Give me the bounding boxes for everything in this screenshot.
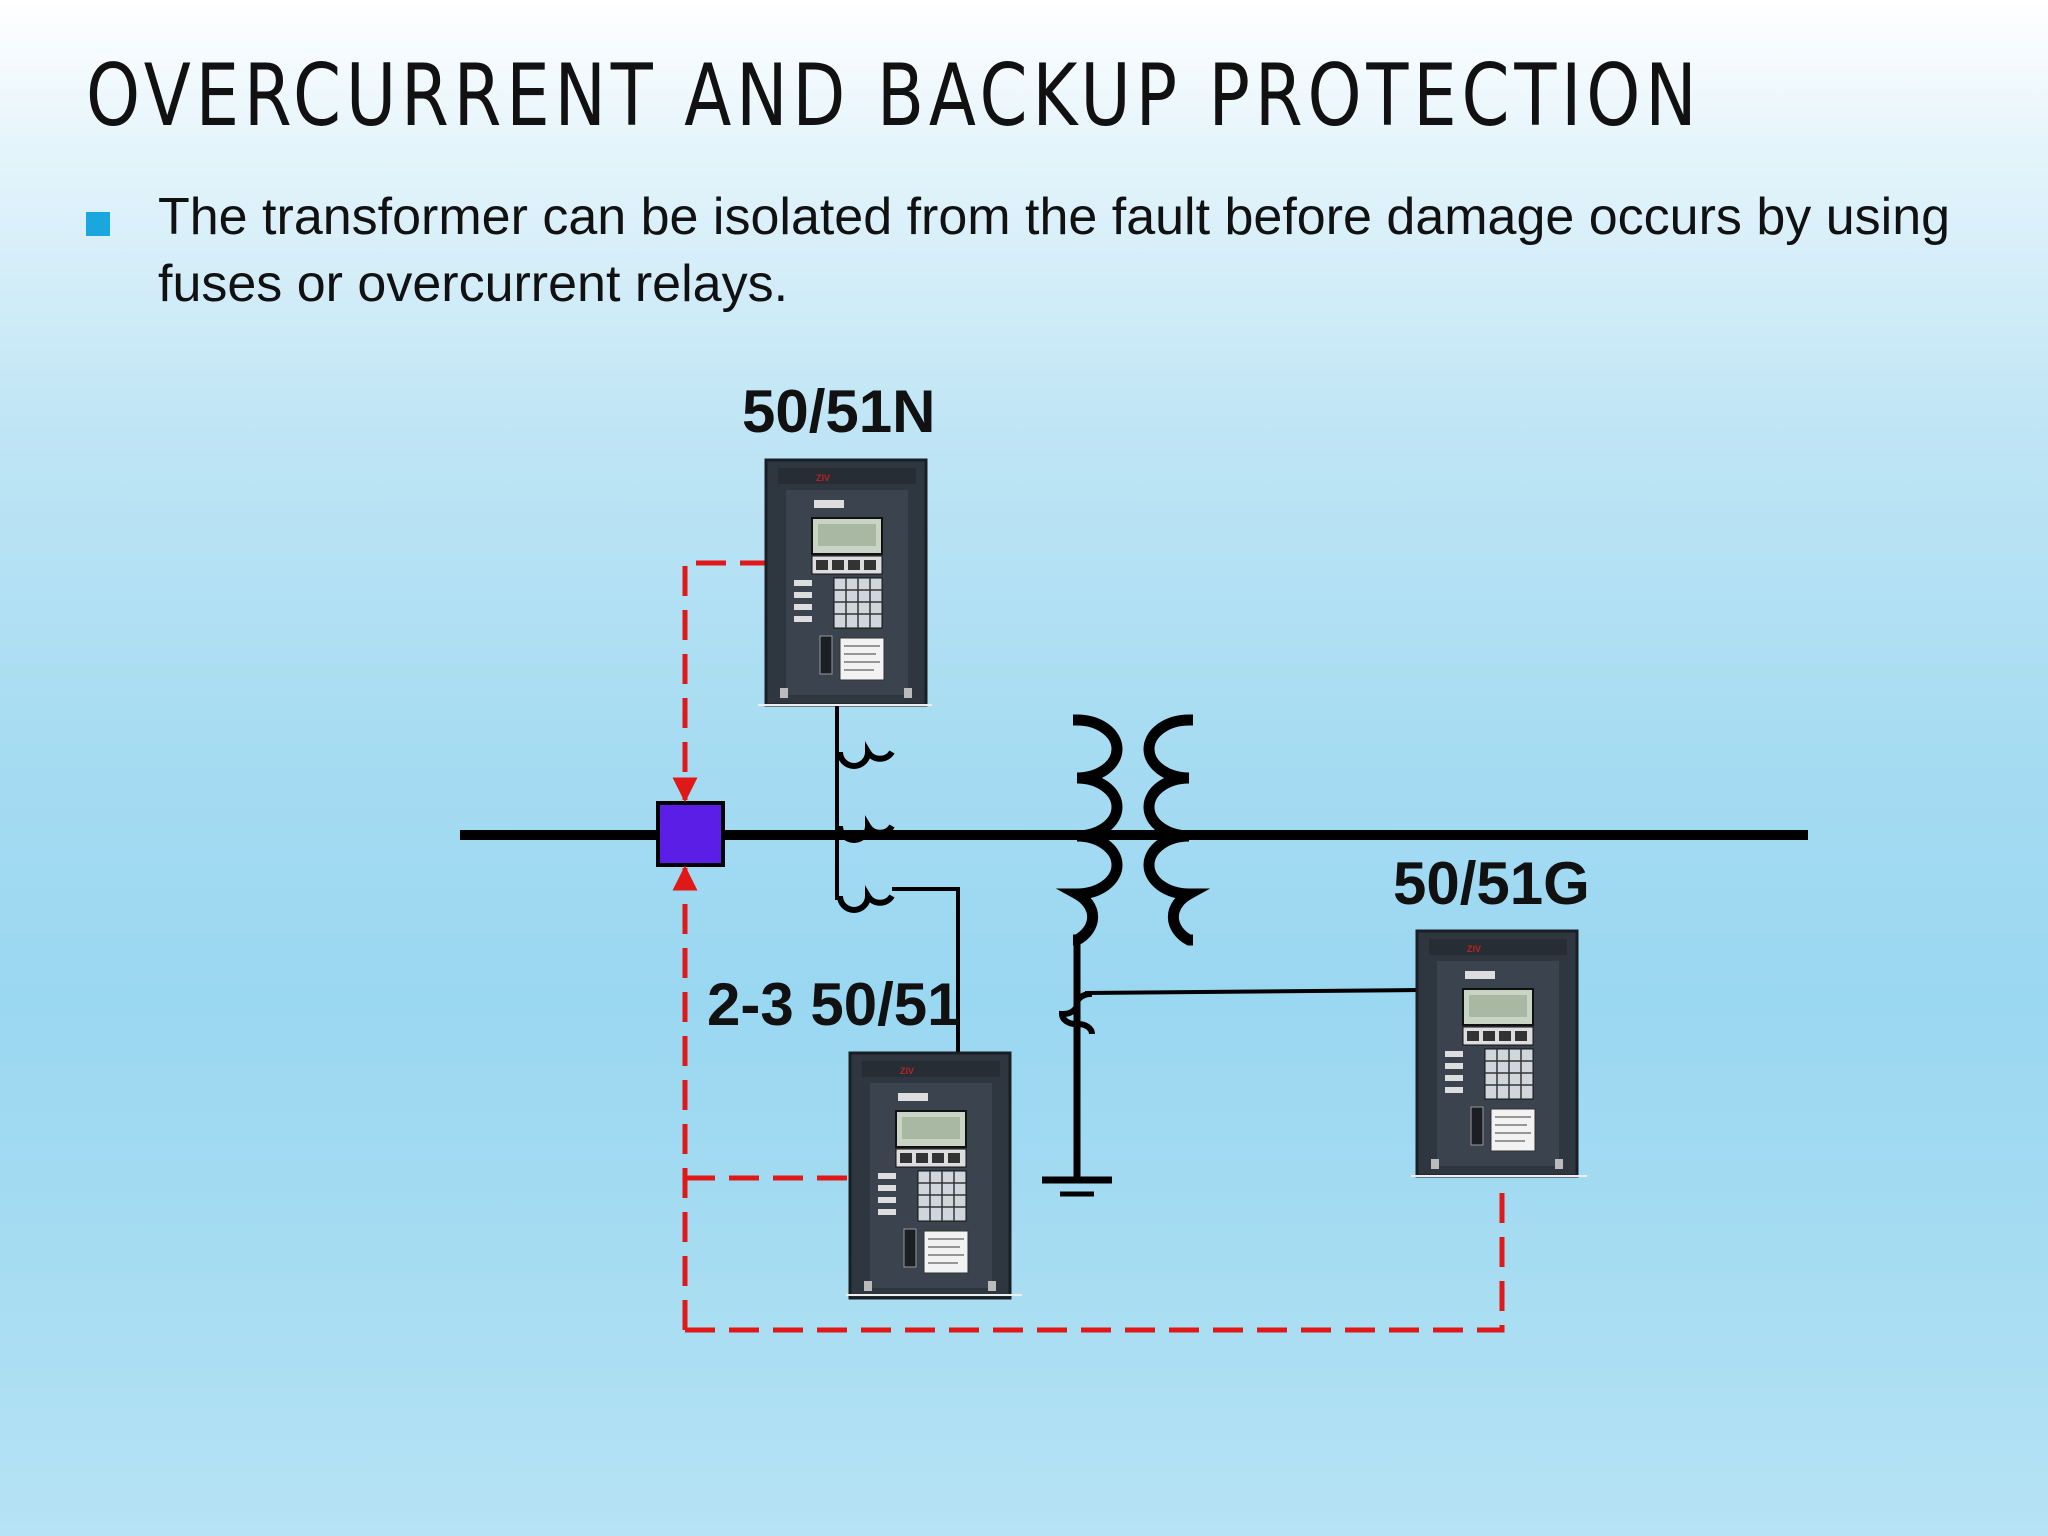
relay-label-top: 50/51N bbox=[742, 378, 935, 445]
neutral-ct-icon bbox=[1058, 990, 1096, 1035]
slide-title: OVERCURRENT AND BACKUP PROTECTION bbox=[86, 46, 1702, 146]
ground-icon bbox=[1042, 1176, 1112, 1197]
ct-leads bbox=[835, 700, 960, 1054]
relay-50-51n-icon bbox=[758, 458, 932, 707]
circuit-breaker-square-icon bbox=[656, 801, 725, 867]
trip-signal-lines bbox=[672, 560, 1505, 1333]
current-transformer-icon bbox=[837, 741, 895, 913]
relay-label-right: 50/51G bbox=[1393, 850, 1590, 917]
bullet-text: The transformer can be isolated from the… bbox=[158, 188, 1951, 313]
relay-50-51g-icon bbox=[1411, 929, 1587, 1178]
power-transformer-icon bbox=[1055, 714, 1211, 946]
relay-label-bottom: 2-3 50/51 bbox=[707, 971, 961, 1038]
relay-2-3-50-51-icon bbox=[846, 1051, 1022, 1300]
neutral-relay-lead bbox=[1084, 988, 1421, 995]
bullet-marker bbox=[86, 212, 110, 236]
